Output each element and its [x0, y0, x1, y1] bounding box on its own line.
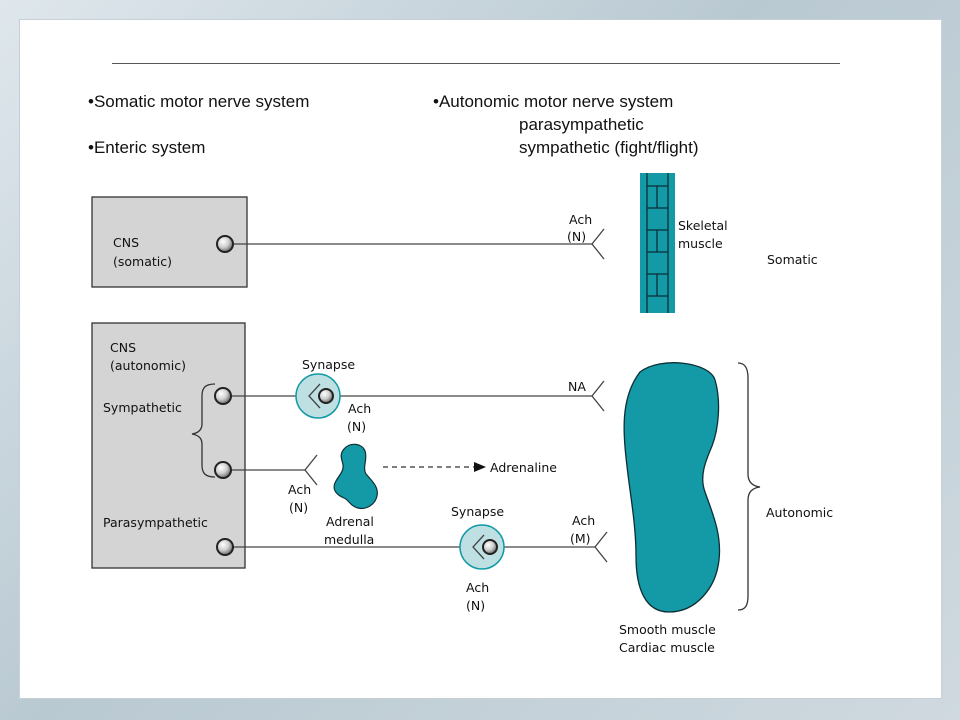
bullet-parasympathetic: parasympathetic	[519, 115, 644, 134]
parasympathetic-receptor-label: (N)	[466, 598, 485, 613]
cns-somatic-sublabel: (somatic)	[113, 254, 172, 269]
sympathetic-receptor-label: (N)	[347, 419, 366, 434]
parasympathetic-neuron-body	[216, 538, 234, 556]
adrenal-nerve-ending	[304, 454, 318, 486]
bullet-somatic: •Somatic motor nerve system	[88, 92, 310, 111]
sympathetic-ganglion-body	[318, 388, 334, 404]
smooth-muscle-label: Smooth muscle	[619, 622, 716, 637]
sympathetic-ach-label: Ach	[348, 401, 371, 416]
skeletal-muscle-sublabel: muscle	[678, 236, 723, 251]
cns-autonomic-sublabel: (autonomic)	[110, 358, 186, 373]
adrenal-medulla-label: Adrenal	[326, 514, 374, 529]
bullet-enteric: •Enteric system	[88, 138, 206, 157]
parasympathetic-nerve-ending	[594, 531, 608, 563]
autonomic-group-label: Autonomic	[766, 505, 833, 520]
adrenal-neuron-body	[214, 461, 232, 479]
parasympathetic-synapse-label: Synapse	[451, 504, 504, 519]
muscarinic-ach-label: Ach	[572, 513, 595, 528]
smooth-muscle	[623, 362, 721, 613]
bullet-autonomic: •Autonomic motor nerve system	[433, 92, 674, 111]
somatic-receptor-label: (N)	[567, 229, 586, 244]
sympathetic-nerve-ending	[591, 380, 605, 412]
somatic-nerve-ending	[591, 228, 605, 260]
adrenal-medulla	[333, 443, 378, 510]
bullet-sympathetic: sympathetic (fight/flight)	[519, 138, 699, 157]
adrenal-ach-label: Ach	[288, 482, 311, 497]
somatic-group-label: Somatic	[767, 252, 818, 267]
sympathetic-neuron-body	[214, 387, 232, 405]
muscarinic-receptor-label: (M)	[570, 531, 591, 546]
adrenal-receptor-label: (N)	[289, 500, 308, 515]
cns-somatic-label: CNS	[113, 235, 139, 250]
parasympathetic-synapse-ending	[472, 534, 485, 560]
sympathetic-synapse-ending	[308, 383, 321, 409]
adrenal-medulla-sublabel: medulla	[324, 532, 374, 547]
somatic-ach-label: Ach	[569, 212, 592, 227]
noradrenaline-label: NA	[568, 379, 586, 394]
sympathetic-synapse-label: Synapse	[302, 357, 355, 372]
autonomic-bracket	[737, 362, 761, 611]
somatic-neuron-body	[216, 235, 234, 253]
parasympathetic-ach-label: Ach	[466, 580, 489, 595]
skeletal-muscle-label: Skeletal	[678, 218, 728, 233]
adrenaline-label: Adrenaline	[490, 460, 557, 475]
sympathetic-brace	[191, 383, 216, 478]
parasympathetic-ganglion-body	[482, 539, 498, 555]
skeletal-muscle-striations	[646, 173, 669, 313]
sympathetic-label: Sympathetic	[103, 400, 182, 415]
adrenaline-arrow-head	[474, 462, 486, 472]
cns-autonomic-box	[91, 322, 246, 569]
parasympathetic-label: Parasympathetic	[103, 515, 208, 530]
cns-autonomic-label: CNS	[110, 340, 136, 355]
title-rule	[112, 63, 840, 64]
cardiac-muscle-label: Cardiac muscle	[619, 640, 715, 655]
